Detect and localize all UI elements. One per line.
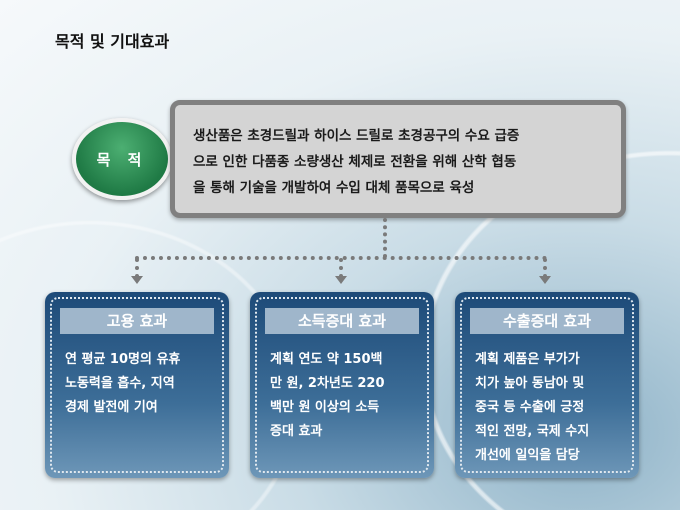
purpose-box: 생산품은 초경드릴과 하이스 드릴로 초경공구의 수요 급증 으로 인한 다품종…: [170, 100, 626, 218]
card-text: 계획 제품은 부가가 치가 높아 동남아 및 중국 등 수출에 긍정 적인 전망…: [475, 352, 590, 463]
arrow-down-icon: [335, 276, 347, 284]
card-border: [255, 297, 429, 473]
card-title: 고용 효과: [60, 308, 214, 334]
purpose-badge: 목 적: [72, 118, 172, 200]
connector-line: [135, 258, 139, 278]
connector-line: [383, 218, 387, 258]
connector-line: [543, 258, 547, 278]
card-border: [460, 297, 634, 473]
arrow-down-icon: [131, 276, 143, 284]
arrow-down-icon: [539, 276, 551, 284]
effect-card-export: 수출증대 효과 계획 제품은 부가가 치가 높아 동남아 및 중국 등 수출에 …: [455, 292, 639, 478]
connector-line: [339, 258, 343, 278]
effect-card-employment: 고용 효과 연 평균 10명의 유휴 노동력을 흡수, 지역 경제 발전에 기여: [45, 292, 229, 478]
effect-card-income: 소득증대 효과 계획 연도 약 150백 만 원, 2차년도 220 백만 원 …: [250, 292, 434, 478]
card-title: 수출증대 효과: [470, 308, 624, 334]
purpose-text: 생산품은 초경드릴과 하이스 드릴로 초경공구의 수요 급증 으로 인한 다품종…: [193, 128, 520, 196]
page-title: 목적 및 기대효과: [55, 32, 170, 51]
card-text: 연 평균 10명의 유휴 노동력을 흡수, 지역 경제 발전에 기여: [65, 352, 181, 415]
card-border: [50, 297, 224, 473]
card-text: 계획 연도 약 150백 만 원, 2차년도 220 백만 원 이상의 소득 증…: [270, 352, 385, 439]
card-title: 소득증대 효과: [265, 308, 419, 334]
